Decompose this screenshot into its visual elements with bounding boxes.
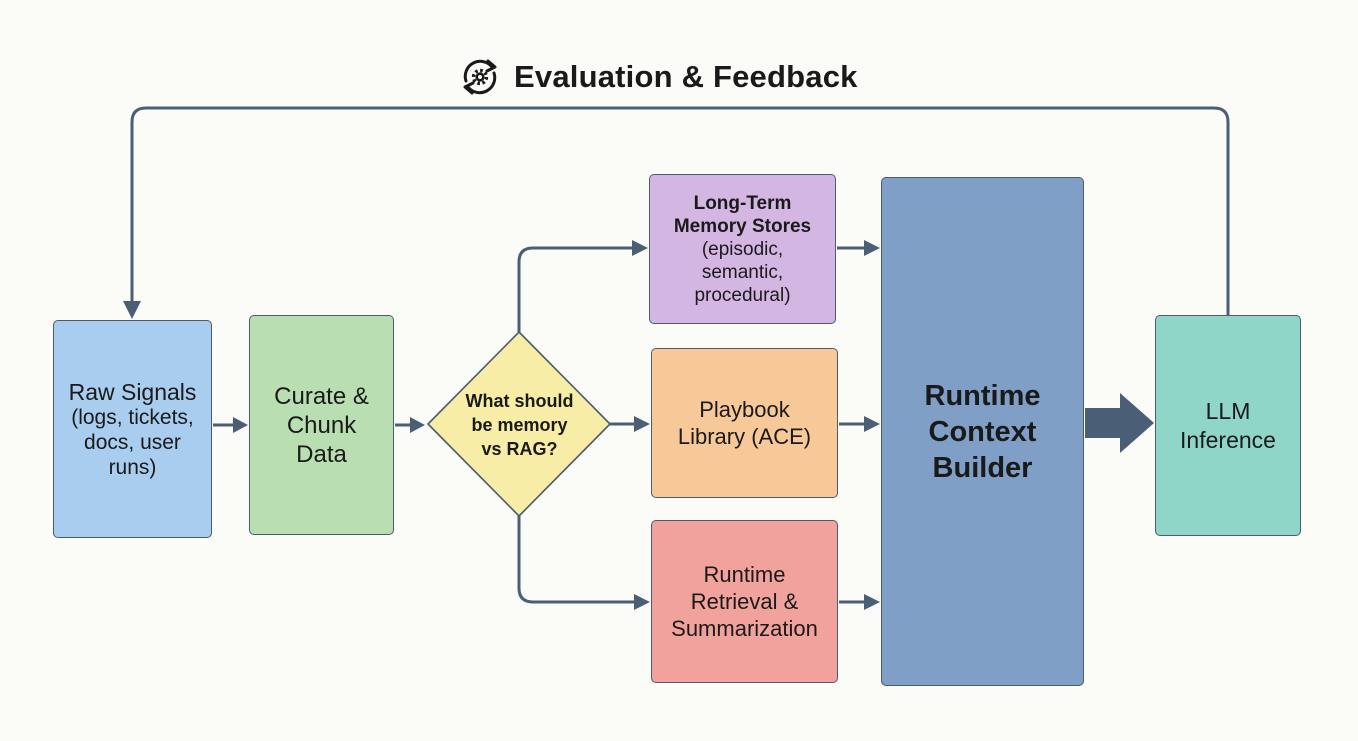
node-playbook-library: Playbook Library (ACE) — [651, 348, 838, 498]
node-runtime-retrieval: Runtime Retrieval & Summarization — [651, 520, 838, 683]
playbook-label: Playbook Library (ACE) — [677, 397, 812, 449]
decision-label: What should be memory vs RAG? — [465, 391, 574, 459]
arrow-builder-to-llm — [1085, 393, 1154, 453]
arrowhead-memory-to-builder — [864, 240, 880, 256]
arrowhead-decision-to-playbook — [634, 416, 650, 432]
arrow-decision-to-memory — [517, 246, 634, 332]
arrowhead-playbook-to-builder — [864, 416, 880, 432]
arrow-decision-to-retrieval — [517, 516, 636, 604]
node-long-term-memory: Long-Term Memory Stores (episodic, seman… — [649, 174, 836, 324]
arrowhead-decision-to-memory — [632, 240, 648, 256]
arrowhead-raw-to-curate — [233, 417, 248, 433]
builder-label: Runtime Context Builder — [924, 379, 1041, 484]
diagram-title: Evaluation & Feedback — [458, 52, 858, 102]
curate-label: Curate & Chunk Data — [274, 382, 369, 468]
memory-detail: (episodic, semantic, procedural) — [694, 238, 791, 306]
feedback-loop-connector — [130, 106, 1230, 315]
node-context-builder: Runtime Context Builder — [881, 177, 1084, 686]
raw-signals-title: Raw Signals — [68, 378, 197, 405]
feedback-arrowhead — [123, 301, 141, 319]
node-curate-chunk: Curate & Chunk Data — [249, 315, 394, 535]
node-raw-signals: Raw Signals (logs, tickets, docs, user r… — [53, 320, 212, 538]
arrowhead-retrieval-to-builder — [864, 594, 880, 610]
memory-title: Long-Term Memory Stores — [673, 192, 812, 237]
retrieval-label: Runtime Retrieval & Summarization — [671, 562, 818, 641]
arrowhead-decision-to-retrieval — [634, 594, 650, 610]
raw-signals-detail: (logs, tickets, docs, user runs) — [71, 405, 194, 479]
llm-label: LLM Inference — [1180, 397, 1276, 453]
title-text: Evaluation & Feedback — [514, 59, 858, 94]
refresh-gear-icon — [463, 59, 497, 95]
node-llm-inference: LLM Inference — [1155, 315, 1301, 536]
arrowhead-curate-to-decision — [410, 417, 425, 433]
